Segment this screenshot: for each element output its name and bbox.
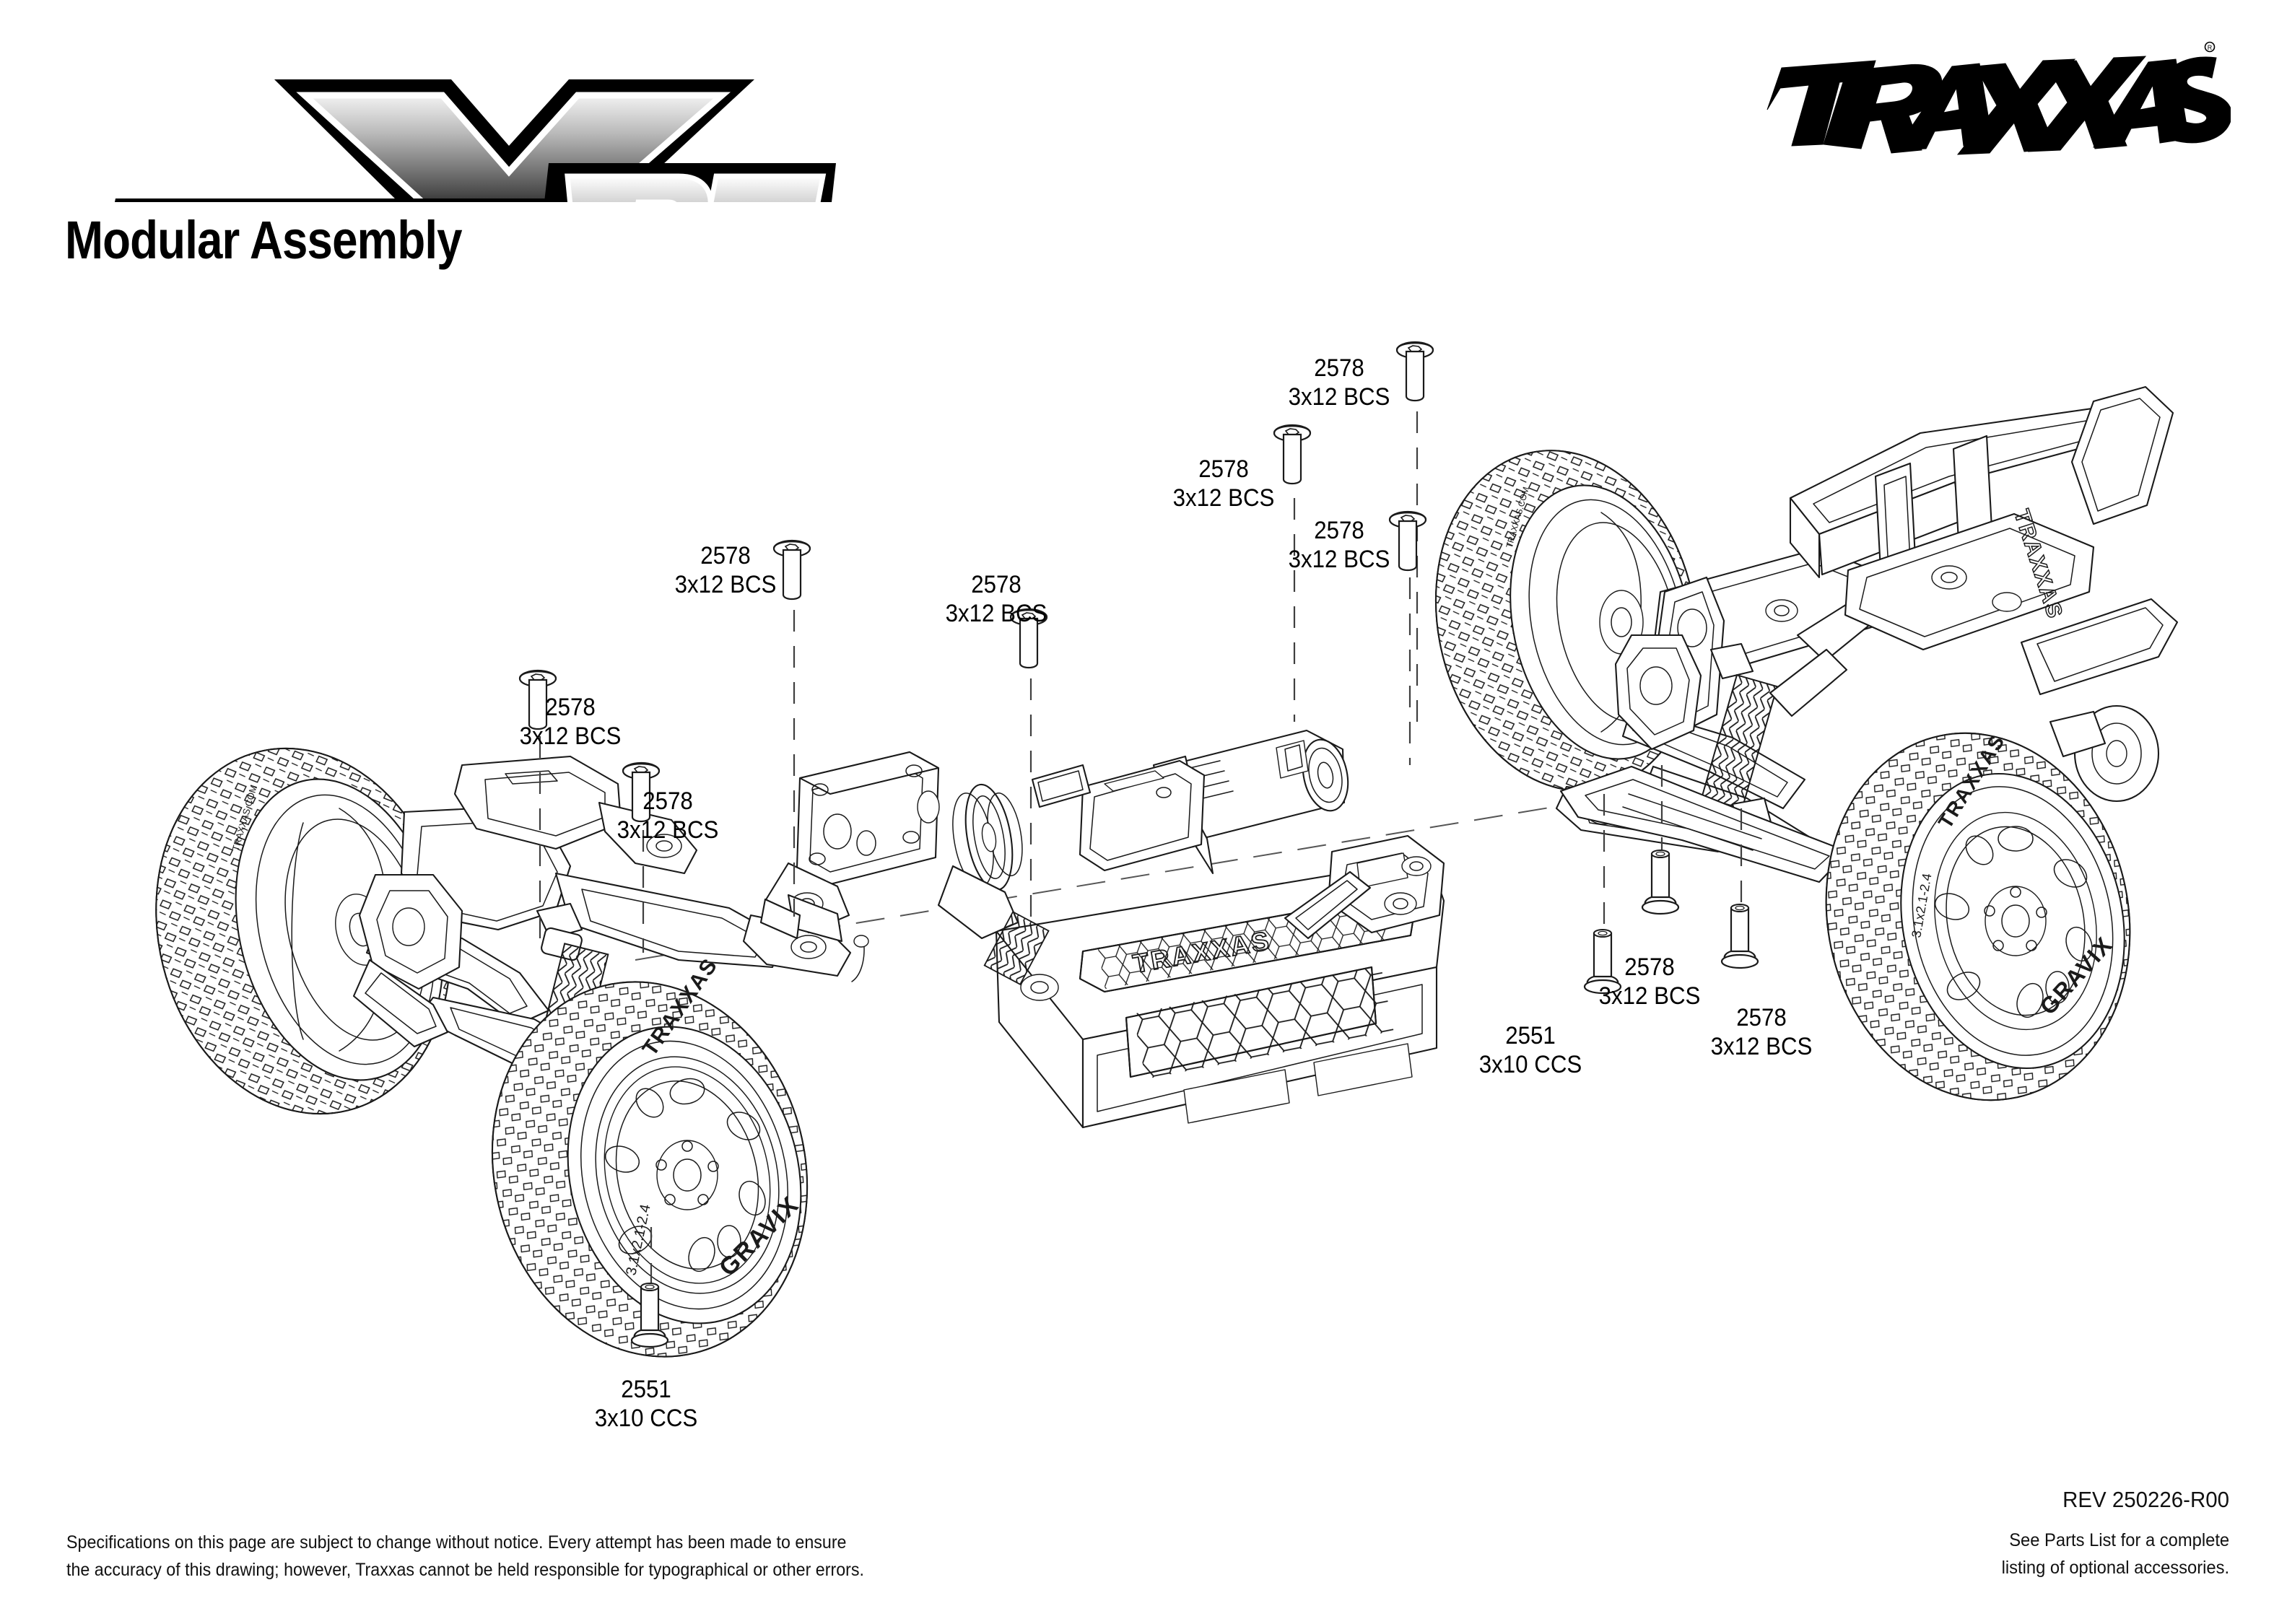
callout-c9 (1641, 765, 1680, 915)
screw-icon-2578 (1720, 904, 1759, 969)
disclaimer-line-1: Specifications on this page are subject … (66, 1532, 847, 1553)
callout-spec: 3x12 BCS (1710, 1033, 1813, 1061)
tire-rear-right: TRAXXAS GRAVIX 3.1x2.1-2.4 (1812, 722, 2144, 1119)
callout-c2 (622, 761, 661, 953)
callout-c10 (1720, 808, 1759, 969)
disclaimer-line-2: the accuracy of this drawing; however, T… (66, 1560, 864, 1580)
callout-c4 (1009, 608, 1048, 917)
callout-part-number: 2578 (1198, 455, 1249, 483)
esc-box (1079, 759, 1206, 872)
parts-note-line-1: See Parts List for a complete (2009, 1530, 2229, 1550)
callout-spec: 3x12 BCS (945, 600, 1047, 628)
callout-spec: 3x10 CCS (594, 1405, 698, 1433)
spur-gear-assembly (952, 783, 1023, 891)
front-suspension-module: TRAXXAS.COM (152, 736, 852, 1379)
callout-part-number: 2551 (1505, 1022, 1556, 1049)
callout-part-number: 2551 (621, 1376, 671, 1403)
callout-spec: 3x12 BCS (519, 722, 622, 751)
revision-label: REV 250226-R00 (2062, 1487, 2229, 1512)
callout-part-number: 2578 (1314, 354, 1364, 382)
screw-icon-2578 (622, 761, 661, 823)
callout-spec: 3x10 CCS (1478, 1051, 1582, 1079)
callout-c7 (1388, 510, 1427, 765)
registered-mark-icon: R (2204, 41, 2216, 53)
screw-icon-2578 (1273, 424, 1312, 485)
screw-icon-2578 (518, 669, 557, 730)
idler-wheel (2049, 704, 2160, 803)
svg-text:R: R (2208, 44, 2213, 51)
center-driveshaft (937, 865, 1059, 1001)
traxxas-brand-logo: R (1754, 29, 2232, 159)
center-chassis-module: TRAXXAS (759, 729, 1445, 1129)
chassis-tub: TRAXXAS (995, 834, 1445, 1129)
screw-icon-2578 (1009, 608, 1048, 669)
callout-spec: 3x12 BCS (674, 571, 777, 599)
callout-spec: 3x12 BCS (1598, 982, 1701, 1010)
page-title: Modular Assembly (65, 210, 463, 270)
callout-part-number: 2578 (1314, 517, 1364, 544)
callout-c6 (1395, 341, 1434, 722)
screw-icon-2551 (630, 1283, 669, 1348)
callout-part-number: 2578 (545, 694, 596, 721)
callout-c8 (1583, 794, 1622, 995)
callout-part-number: 2578 (1736, 1004, 1787, 1031)
steering-servo (764, 751, 940, 934)
callout-spec: 3x12 BCS (617, 816, 719, 844)
assembly-axis-line (635, 793, 1632, 961)
callout-spec: 3x12 BCS (1288, 383, 1390, 411)
screw-icon-2578 (1641, 850, 1680, 915)
battery-pack (1031, 764, 1092, 808)
rear-wing: TRAXXAS (1789, 385, 2179, 696)
callout-spec: 3x12 BCS (1288, 546, 1390, 574)
callout-spec: 3x12 BCS (1172, 484, 1275, 512)
footer-disclaimer: Specifications on this page are subject … (66, 1529, 864, 1584)
parts-list-note: See Parts List for a complete listing of… (2001, 1527, 2229, 1581)
callout-c3 (772, 539, 811, 917)
callout-layer (518, 341, 1759, 1348)
callout-part-number: 2578 (642, 787, 693, 815)
callout-c1 (518, 669, 557, 946)
chassis-front-tab (759, 894, 843, 943)
screw-icon-2578 (1388, 510, 1427, 572)
callout-c5 (1273, 424, 1312, 722)
callout-part-number: 2578 (700, 542, 751, 569)
screw-icon-2578 (772, 539, 811, 601)
rear-suspension-module: TRAXXAS.COM (1429, 385, 2179, 1119)
screw-icon-2578 (1395, 341, 1434, 402)
callout-part-number: 2578 (971, 571, 1021, 598)
callout-part-number: 2578 (1624, 953, 1675, 981)
screw-icon-2551 (1583, 929, 1622, 995)
parts-note-line-2: listing of optional accessories. (2001, 1557, 2229, 1578)
callout-c11 (630, 1227, 669, 1348)
